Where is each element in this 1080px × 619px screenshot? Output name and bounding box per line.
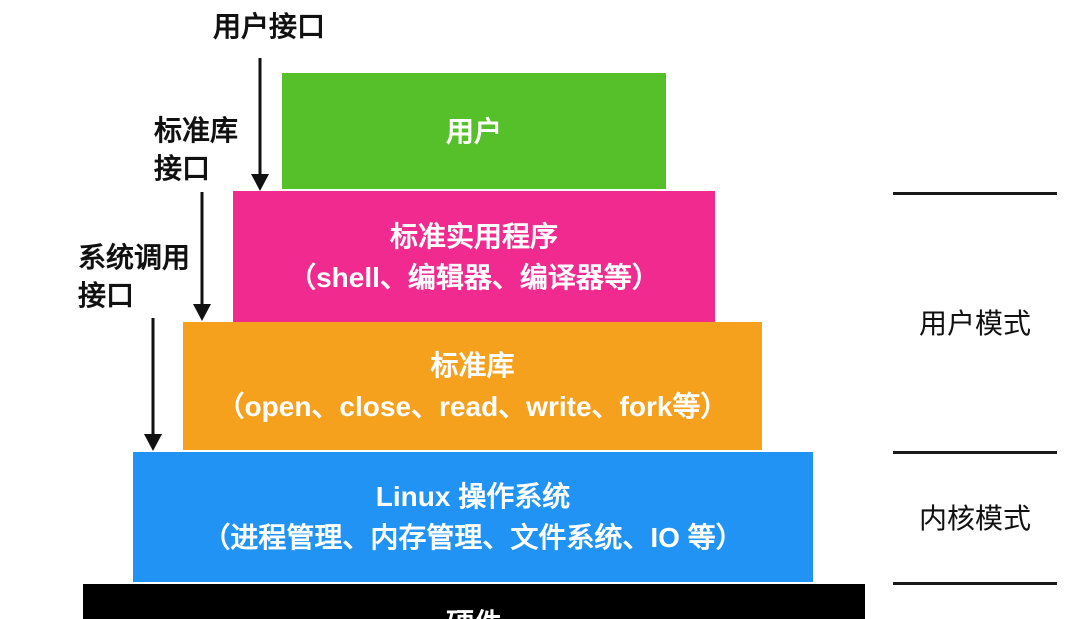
layer-linux-os: Linux 操作系统 （进程管理、内存管理、文件系统、IO 等） — [133, 452, 813, 582]
label-stdlib-interface: 标准库 接口 — [154, 115, 239, 184]
layer-hardware-title: 硬件 — [446, 603, 502, 619]
layer-standard-utilities-title: 标准实用程序 — [389, 220, 558, 252]
layer-standard-utilities: 标准实用程序 （shell、编辑器、编译器等） — [233, 191, 715, 322]
label-user-mode: 用户模式 — [918, 308, 1031, 339]
layer-linux-os-subtitle: （进程管理、内存管理、文件系统、IO 等） — [202, 522, 744, 553]
layer-standard-utilities-subtitle: （shell、编辑器、编译器等） — [288, 261, 660, 293]
layer-standard-library-subtitle: （open、close、read、write、fork等） — [216, 391, 729, 422]
label-user-interface: 用户接口 — [213, 11, 326, 42]
layer-user: 用户 — [282, 73, 666, 189]
syscall-interface-down-arrow-icon — [144, 318, 162, 451]
mode-divider-middle — [893, 451, 1057, 454]
layer-standard-library: 标准库 （open、close、read、write、fork等） — [183, 322, 762, 450]
mode-divider-bottom — [893, 582, 1057, 585]
label-syscall-interface: 系统调用 接口 — [78, 242, 191, 311]
user-interface-down-arrow-icon — [251, 58, 269, 191]
layer-user-title: 用户 — [445, 115, 502, 147]
layer-hardware: 硬件 — [83, 584, 865, 619]
layer-standard-library-title: 标准库 — [430, 350, 515, 381]
label-kernel-mode: 内核模式 — [918, 503, 1031, 534]
mode-divider-top — [893, 192, 1057, 195]
stdlib-interface-down-arrow-icon — [193, 192, 211, 321]
layer-linux-os-title: Linux 操作系统 — [375, 481, 571, 512]
